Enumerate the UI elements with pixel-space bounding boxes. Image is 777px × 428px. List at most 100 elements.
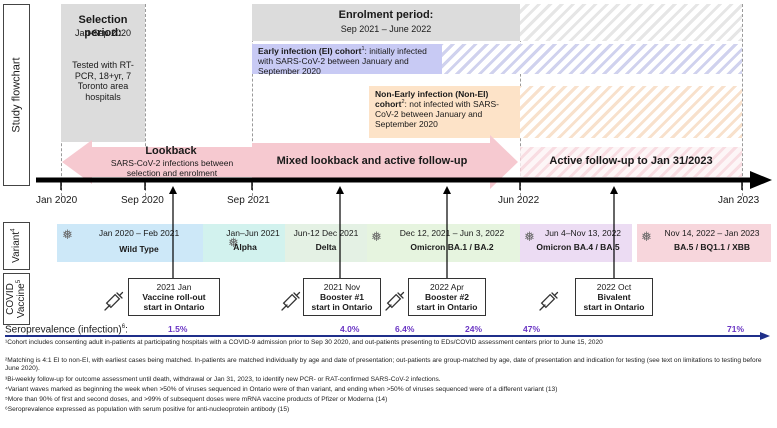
tick-label-jun-2022: Jun 2022 (498, 195, 540, 206)
vaccine-bivalent-line1: Bivalent (597, 291, 631, 302)
period-line-jan-2023 (742, 4, 743, 196)
variant-wildtype-name: Wild Type (119, 244, 159, 254)
footnote-3: ³Bi-weekly follow-up for outcome assessm… (5, 376, 441, 383)
row-label-variant-sup: 4 (10, 228, 17, 233)
variant-wildtype-dates: Jan 2020 – Feb 2021 (98, 228, 180, 238)
nonei-cohort-box: Non-Early infection (Non-EI) cohort2: no… (369, 86, 520, 138)
enrolment-hatched-extension (520, 4, 742, 41)
variant-xbb-name: BA.5 / BQ1.1 / XBB (673, 242, 751, 252)
vaccine-box-booster1: 2021 Nov Booster #1 start in Ontario (303, 278, 381, 316)
sero-value-4: 24% (465, 324, 483, 334)
timeline-arrowhead (750, 171, 772, 189)
variant-omicron45-name: Omicron BA.4 / BA.5 (536, 242, 620, 252)
virus-icon: ❅ (371, 229, 382, 244)
seroprevalence-axis-arrowhead (760, 332, 770, 340)
row-label-variant-text: Variant (11, 232, 23, 264)
variant-omicron-ba4-ba5: ❅ Jun 4–Nov 13, 2022 Omicron BA.4 / BA.5 (520, 224, 632, 262)
vaccine-rollout-date: 2021 Jan (156, 281, 192, 292)
virus-icon: ❅ (524, 229, 535, 244)
variant-alpha: ❅ Jan–Jun 2021 Alpha (203, 224, 285, 262)
variant-wildtype: ❅ Jan 2020 – Feb 2021 Wild Type (57, 224, 203, 262)
virus-icon: ❅ (228, 235, 239, 250)
syringe-icon (385, 291, 405, 311)
enrolment-dates: Sep 2021 – June 2022 (340, 24, 432, 34)
tick-label-sep-2021: Sep 2021 (227, 195, 270, 206)
sero-value-6: 71% (727, 324, 745, 334)
variant-omicron45-dates: Jun 4–Nov 13, 2022 (544, 228, 622, 238)
timeline-axis (36, 171, 772, 190)
sero-value-3: 6.4% (395, 324, 415, 334)
active-followup-hatch (520, 147, 742, 177)
selection-period-box: Selection period: Jan-Sep 2020 Tested wi… (61, 4, 145, 142)
selection-title: Selection period: (78, 14, 128, 39)
variant-omicron1-name: Omicron BA.1 / BA.2 (410, 242, 494, 252)
tick-label-jan-2023: Jan 2023 (718, 195, 760, 206)
seroprevalence-label-text: Seroprevalence (infection) (5, 324, 122, 336)
vaccine-booster1-line2: start in Ontario (311, 302, 373, 313)
vaccine-box-bivalent: 2022 Oct Bivalent start in Ontario (575, 278, 653, 316)
vaccine-rollout-line1: Vaccine roll-out (142, 291, 206, 302)
vaccine-bivalent-date: 2022 Oct (596, 281, 632, 292)
nonei-cohort-body: : not infected with SARS-CoV-2 between J… (375, 99, 500, 130)
vaccine-booster1-line1: Booster #1 (320, 291, 364, 302)
sero-value-5: 47% (523, 324, 541, 334)
tick-label-jan-2020: Jan 2020 (36, 195, 78, 206)
syringe-icon (281, 291, 301, 311)
syringe-icon (539, 291, 559, 311)
virus-icon: ❅ (641, 229, 652, 244)
footnote-5: ⁵More than 90% of first and second doses… (5, 396, 388, 403)
variant-xbb-dates: Nov 14, 2022 – Jan 2023 (664, 228, 760, 238)
period-line-sep-2021 (252, 4, 253, 196)
virus-icon: ❅ (62, 227, 73, 242)
ei-cohort-sup: 1 (361, 46, 365, 53)
seroprevalence-label: Seroprevalence (infection)6: (5, 324, 128, 336)
footnote-1: ¹Cohort includes consenting adult in-pat… (5, 339, 603, 346)
row-label-variant: Variant4 (3, 222, 30, 270)
period-line-sep-2020 (145, 4, 146, 196)
mixed-title: Mixed lookback and active follow-up (276, 155, 468, 167)
variant-alpha-name: Alpha (233, 242, 257, 252)
tick-label-sep-2020: Sep 2020 (121, 195, 164, 206)
sero-value-2: 4.0% (340, 324, 360, 334)
footnote-2: ²Matching is 4:1 EI to non-EI, with earl… (5, 357, 762, 373)
ei-cohort-title: Early infection (EI) cohort (258, 46, 362, 56)
footnote-6: ⁶Seroprevalence expressed as population … (5, 406, 290, 413)
ei-cohort-body: : initially infected with SARS-CoV-2 bet… (258, 46, 427, 77)
active-title: Active follow-up to Jan 31/2023 (549, 155, 713, 167)
lookback-title: Lookback (145, 145, 197, 157)
vaccine-booster2-line1: Booster #2 (425, 291, 469, 302)
variant-omicron-ba1-ba2: ❅ Dec 12, 2021 – Jun 3, 2022 Omicron BA.… (367, 224, 520, 262)
row-label-vaccine-text: COVID Vaccine (5, 283, 28, 319)
footnote-4: ⁴Variant waves marked as beginning the w… (5, 386, 558, 393)
selection-body: Tested with RT-PCR, 18+yr, 7 Toronto are… (72, 60, 134, 102)
vaccine-bivalent-line2: start in Ontario (583, 302, 645, 313)
syringe-icon (104, 291, 124, 311)
variant-delta: Jun-12 Dec 2021 Delta (285, 224, 367, 262)
vaccine-booster2-date: 2022 Apr (429, 281, 465, 292)
row-label-vaccine-sup: 5 (16, 279, 23, 284)
variant-delta-name: Delta (315, 242, 337, 252)
row-label-study-flowchart: Study flowchart (3, 4, 30, 186)
sero-value-1: 1.5% (168, 324, 188, 334)
row-label-vaccine: COVID Vaccine5 (3, 273, 30, 325)
vaccine-rollout-line2: start in Ontario (143, 302, 205, 313)
ei-hatched-extension (442, 44, 742, 74)
variant-alpha-dates: Jan–Jun 2021 (226, 228, 280, 238)
vaccine-booster1-date: 2021 Nov (323, 281, 361, 292)
seroprevalence-label-sup: 6 (121, 324, 126, 330)
ei-cohort-box: Early infection (EI) cohort1: initially … (252, 44, 442, 77)
enrolment-period-box: Enrolment period: Sep 2021 – June 2022 (252, 4, 520, 41)
variant-delta-dates: Jun-12 Dec 2021 (293, 228, 359, 238)
variant-ba5-bq11-xbb: ❅ Nov 14, 2022 – Jan 2023 BA.5 / BQ1.1 /… (637, 224, 771, 262)
vaccine-box-booster2: 2022 Apr Booster #2 start in Ontario (408, 278, 486, 316)
seroprevalence-label-colon: : (125, 324, 128, 336)
nonei-cohort-sup: 2 (401, 99, 405, 106)
nonei-hatched-extension (520, 86, 742, 138)
lookback-body: SARS-CoV-2 infections between selection … (110, 158, 234, 179)
vaccine-box-rollout: 2021 Jan Vaccine roll-out start in Ontar… (128, 278, 220, 316)
nonei-cohort-title: Non-Early infection (Non-EI) cohort (375, 89, 489, 110)
selection-dates: Jan-Sep 2020 (74, 28, 132, 38)
vaccine-booster2-line2: start in Ontario (416, 302, 478, 313)
enrolment-title: Enrolment period: (338, 9, 434, 21)
row-label-study-text: Study flowchart (10, 57, 23, 133)
